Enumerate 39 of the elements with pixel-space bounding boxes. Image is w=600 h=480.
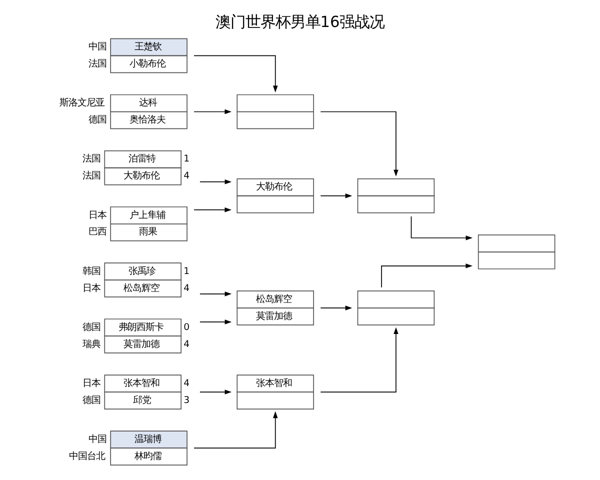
arrow: [194, 207, 232, 212]
arrow: [320, 111, 398, 177]
node-label: 法国: [82, 170, 101, 182]
node-label: 法国: [82, 154, 101, 165]
node-label: 德国: [82, 322, 101, 333]
node-label: 韩国: [82, 266, 101, 277]
arrow: [381, 264, 473, 288]
arrow: [410, 216, 473, 240]
node-label: 1: [184, 266, 190, 277]
node-label: 4: [184, 282, 190, 294]
arrow: [320, 306, 352, 310]
diagram-title: 澳门世界杯男单16强战况: [215, 13, 385, 32]
arrow: [200, 179, 232, 184]
arrow: [194, 55, 278, 92]
node-label: 中国: [88, 42, 107, 53]
node-label: 德国: [82, 394, 101, 406]
node-label: 1: [184, 154, 190, 165]
node-label: 瑞典: [82, 338, 101, 350]
arrow: [200, 292, 232, 296]
arrow: [320, 327, 398, 392]
arrow: [200, 390, 232, 394]
node-label: 斯洛文尼亚: [60, 98, 105, 109]
node-label: 中国: [88, 434, 107, 445]
node-label: 4: [184, 378, 190, 389]
node-label: 0: [184, 322, 190, 333]
node-label: 日本: [82, 282, 101, 294]
node-label: 3: [184, 394, 190, 406]
node-label: 德国: [88, 114, 107, 126]
node-label: 4: [184, 338, 190, 350]
node-label: 4: [184, 170, 190, 182]
node-label: 日本: [82, 378, 101, 389]
node-label: 巴西: [88, 226, 107, 238]
arrow: [200, 320, 232, 324]
arrow: [194, 109, 232, 114]
node-label: 日本: [88, 210, 107, 221]
arrow: [320, 193, 352, 198]
node-label: 中国台北: [68, 450, 105, 462]
node-label: 法国: [88, 58, 107, 70]
arrow: [194, 411, 278, 449]
